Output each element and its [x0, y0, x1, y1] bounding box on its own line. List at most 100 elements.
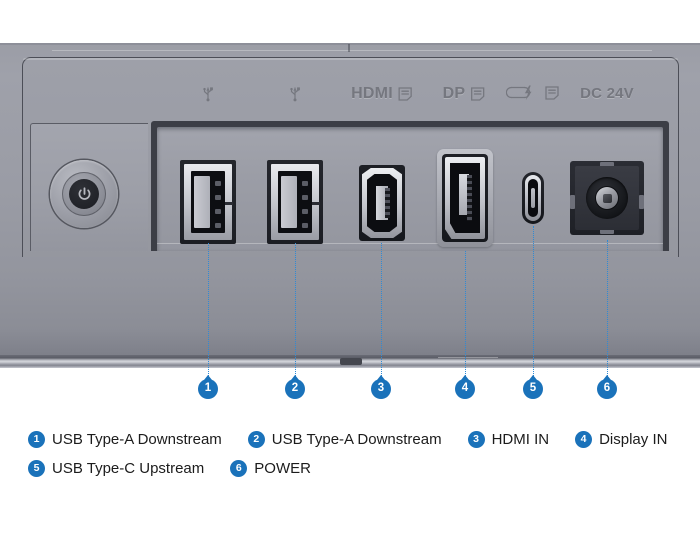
usb-c-shell	[525, 175, 541, 221]
legend-item-3: 3 HDMI IN	[467, 431, 550, 448]
legend-label-5: USB Type-C Upstream	[52, 460, 205, 477]
dc-jack-pin	[602, 193, 612, 203]
usb-a-contact	[302, 195, 308, 200]
callout-leader-4	[465, 251, 466, 378]
legend-badge-4: 4	[575, 431, 593, 448]
legend-item-4: 4 Display IN	[575, 431, 667, 448]
power-button-ring	[62, 172, 106, 216]
port-label-row: HDMI DP DC 24V	[0, 84, 700, 110]
usb-a-contact	[302, 209, 308, 214]
callout-leader-6	[607, 240, 608, 378]
usb-a-shell	[184, 164, 233, 240]
usb-a-shell-notch	[312, 202, 320, 205]
legend-badge-3: 3	[467, 431, 485, 448]
usb-trident-icon	[290, 87, 300, 102]
usb-a-tongue	[194, 176, 210, 228]
displayport-port[interactable]	[437, 149, 493, 247]
port-label-text-dp: DP	[442, 85, 466, 102]
displayport-housing	[442, 154, 488, 242]
callout-leader-3	[381, 243, 382, 378]
usb-trident-icon	[203, 87, 213, 102]
callout-marker-6[interactable]: 6	[597, 379, 617, 399]
hdmi-port[interactable]	[359, 165, 405, 241]
usb-a-contact	[215, 223, 221, 228]
legend-label-1: USB Type-A Downstream	[52, 431, 222, 448]
hdmi-cavity	[367, 174, 397, 232]
usb-type-c-port[interactable]	[522, 172, 544, 224]
usb-a-tongue	[281, 176, 297, 228]
dc-jack-tab	[570, 195, 575, 209]
callout-leader-2	[295, 243, 296, 378]
usb-a-contact	[215, 195, 221, 200]
usb-a-contact	[302, 223, 308, 228]
bottom-hairline	[438, 357, 498, 358]
displayport-contacts	[467, 175, 472, 221]
usb-c-cavity	[528, 179, 538, 217]
usb-a-contact	[215, 181, 221, 186]
displayport-cavity	[450, 163, 480, 233]
callout-marker-3[interactable]: 3	[371, 379, 391, 399]
dc-jack-tab	[600, 162, 614, 167]
legend-item-6: 6 POWER	[230, 460, 311, 477]
legend: 1 USB Type-A Downstream 2 USB Type-A Downst…	[28, 425, 688, 483]
callout-leader-5	[533, 226, 534, 378]
legend-item-1: 1 USB Type-A Downstream	[28, 431, 222, 448]
legend-label-3: HDMI IN	[491, 431, 550, 448]
port-label-hdmi: HDMI	[351, 84, 413, 104]
port-label-usb1	[199, 84, 218, 103]
legend-badge-6: 6	[230, 460, 248, 477]
display-connector-mark-icon	[545, 85, 559, 100]
legend-row-2: 5 USB Type-C Upstream 6 POWER	[28, 454, 688, 483]
legend-item-2: 2 USB Type-A Downstream	[247, 431, 442, 448]
legend-row-1: 1 USB Type-A Downstream 2 USB Type-A Downst…	[28, 425, 688, 454]
body-seam-line	[52, 50, 652, 51]
port-label-usbc	[506, 84, 560, 101]
legend-badge-1: 1	[28, 431, 45, 448]
dc-jack-barrel	[586, 177, 628, 219]
usb-a-contact	[215, 209, 221, 214]
power-button[interactable]	[50, 160, 118, 228]
legend-badge-2: 2	[247, 431, 265, 448]
usb-c-thunder-icon	[506, 85, 532, 101]
hdmi-contacts	[385, 188, 390, 218]
bottom-center-notch	[340, 358, 362, 365]
callout-marker-2[interactable]: 2	[285, 379, 305, 399]
usb-a-contact	[302, 181, 308, 186]
hdmi-shell	[362, 168, 402, 238]
usb-type-a-port-2[interactable]	[267, 160, 323, 244]
displayport-tongue	[459, 174, 469, 215]
port-bay-floor-highlight	[157, 243, 663, 244]
callout-leader-1	[208, 243, 209, 378]
port-label-dc: DC 24V	[580, 84, 634, 104]
dc-power-jack[interactable]	[570, 161, 644, 235]
port-label-dp: DP	[443, 84, 486, 104]
power-symbol-icon	[78, 186, 90, 200]
callout-marker-4[interactable]: 4	[455, 379, 475, 399]
usb-a-cavity	[191, 171, 225, 233]
callout-marker-5[interactable]: 5	[523, 379, 543, 399]
monitor-bottom-edge	[0, 365, 700, 368]
legend-badge-5: 5	[28, 460, 45, 477]
legend-label-4: Display IN	[599, 431, 668, 448]
legend-label-2: USB Type-A Downstream	[271, 431, 442, 448]
ports-layer	[0, 0, 700, 247]
usb-a-cavity	[278, 171, 312, 233]
dc-jack-ring	[596, 187, 618, 209]
usb-c-tongue	[531, 188, 535, 208]
body-seam-mark	[348, 44, 350, 52]
display-connector-mark-icon	[398, 87, 412, 101]
legend-label-6: POWER	[254, 460, 311, 477]
usb-type-a-port-1[interactable]	[180, 160, 236, 244]
displayport-shell	[445, 157, 485, 239]
monitor-top-edge	[0, 43, 700, 45]
legend-item-5: 5 USB Type-C Upstream	[28, 460, 204, 477]
usb-a-shell	[271, 164, 320, 240]
power-button-core	[69, 179, 99, 209]
plate-highlight	[23, 58, 678, 60]
dc-jack-face	[575, 166, 639, 230]
dc-jack-tab	[639, 195, 644, 209]
port-label-text-hdmi: HDMI	[351, 85, 393, 102]
callout-marker-1[interactable]: 1	[198, 379, 218, 399]
display-connector-mark-icon	[470, 87, 484, 101]
